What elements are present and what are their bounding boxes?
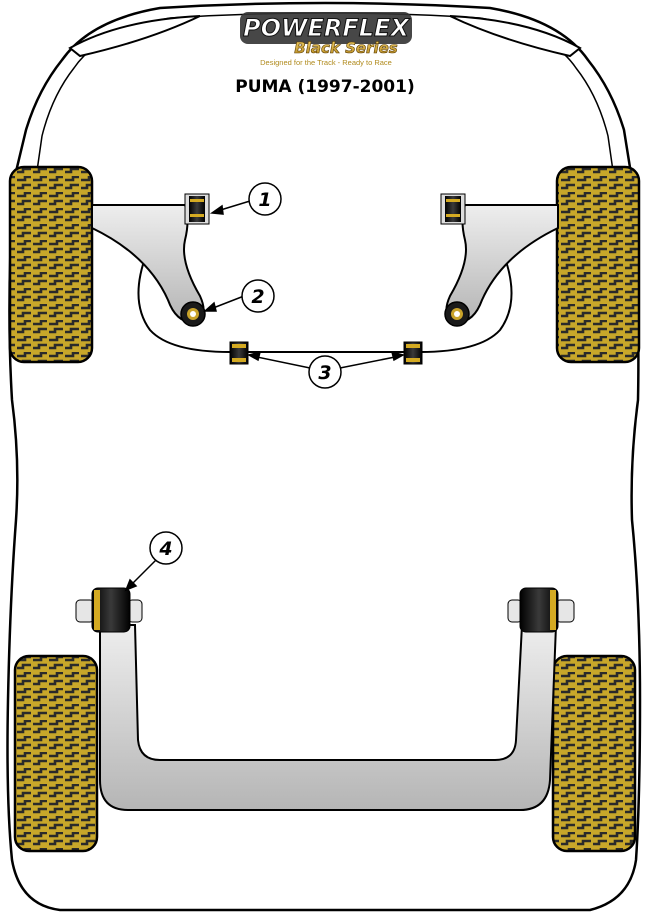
brand-tagline: Designed for the Track - Ready to Race [260, 58, 392, 67]
callout-2: 2 [241, 279, 275, 313]
anti-roll-bar-bush-left [229, 341, 249, 365]
anti-roll-bar-bush-right [403, 341, 423, 365]
callout-4: 4 [149, 531, 183, 565]
front-wishbone-front-bush-right [440, 193, 466, 225]
callout-arrows [124, 200, 405, 592]
callout-1-number: 1 [258, 189, 271, 211]
rear-beam-bush-right [507, 587, 575, 633]
left-headlamp [68, 15, 201, 58]
front-wishbone-front-bush-left [184, 193, 210, 225]
anti-roll-bar [137, 249, 513, 353]
rear-left-tyre [13, 654, 99, 853]
brand-name: POWERFLEX [243, 14, 410, 42]
brand-series: Black Series [294, 39, 397, 57]
front-wishbone-rear-bush-right [444, 301, 470, 327]
front-right-tyre [555, 165, 641, 364]
front-wishbone-rear-bush-left [180, 301, 206, 327]
model-title: PUMA (1997-2001) [235, 77, 414, 97]
callout-3-number: 3 [318, 362, 331, 384]
powerflex-logo: POWERFLEX Black Series Designed for the … [240, 12, 412, 67]
callout-3: 3 [308, 355, 342, 389]
callout-2-number: 2 [251, 286, 264, 308]
callout-1: 1 [248, 182, 282, 216]
right-headlamp [449, 15, 582, 58]
front-left-tyre [8, 165, 94, 364]
rear-right-tyre [551, 654, 637, 853]
callout-4-number: 4 [158, 538, 172, 560]
rear-beam-bush-left [75, 587, 143, 633]
